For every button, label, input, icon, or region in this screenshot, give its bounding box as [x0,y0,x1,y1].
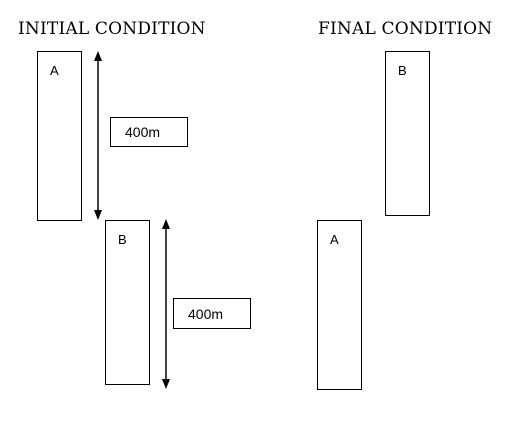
final-train-a-label: A [330,232,339,247]
final-condition-heading: FINAL CONDITION [318,19,493,39]
initial-train-b: B [105,220,150,385]
initial-condition-heading: INITIAL CONDITION [18,19,206,39]
final-train-b: B [385,51,430,216]
initial-train-b-label: B [118,232,127,247]
distance-label-a: 400m [110,117,188,147]
distance-label-b: 400m [173,298,251,329]
final-train-a: A [317,220,362,390]
initial-train-a-label: A [50,63,59,78]
length-arrow-a [94,51,102,220]
initial-train-a: A [37,51,82,221]
length-arrow-b [162,219,170,389]
final-train-b-label: B [398,63,407,78]
